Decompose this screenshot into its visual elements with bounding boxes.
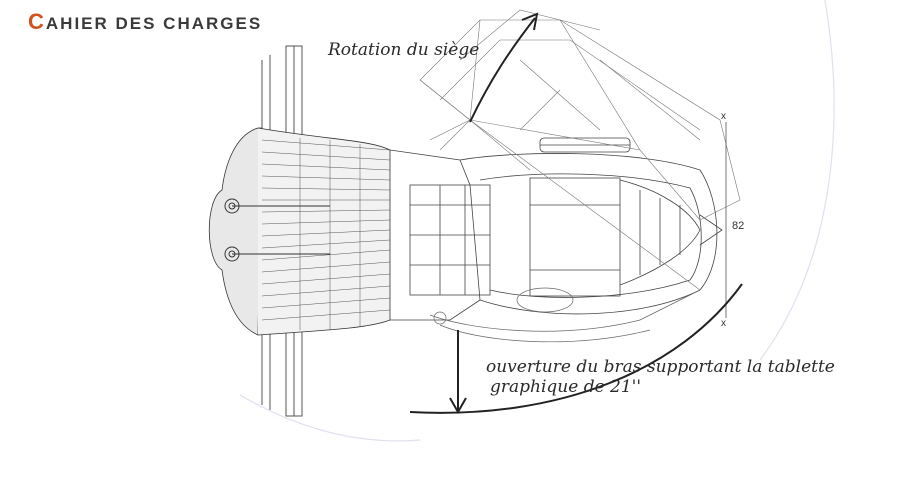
arm-opening-label-line1: ouverture du bras supportant la tablette	[486, 357, 835, 377]
base-bolts	[224, 198, 330, 262]
rotation-label: Rotation du siège	[328, 40, 480, 60]
arm-ghost	[429, 287, 701, 343]
arm-opening-label: ouverture du bras supportant la tablette…	[486, 357, 835, 397]
background-arc-lower	[239, 394, 421, 442]
arm-opening-label-line2: graphique de 21''	[490, 377, 642, 397]
title-initial: C	[28, 9, 46, 34]
dimension-marker-bottom: x	[721, 318, 726, 329]
rotation-arrow	[469, 12, 539, 123]
base-hatching	[261, 138, 391, 330]
seat-base	[208, 127, 391, 336]
dimension-value: 82	[732, 220, 745, 232]
seat-frame	[389, 137, 723, 321]
title-text: AHIER DES CHARGES	[45, 14, 263, 33]
page-title: CAHIER DES CHARGES	[28, 10, 262, 36]
dimension-marker-top: x	[721, 111, 726, 122]
arm-opening-arrow	[409, 283, 743, 415]
background-arc	[759, 0, 835, 361]
